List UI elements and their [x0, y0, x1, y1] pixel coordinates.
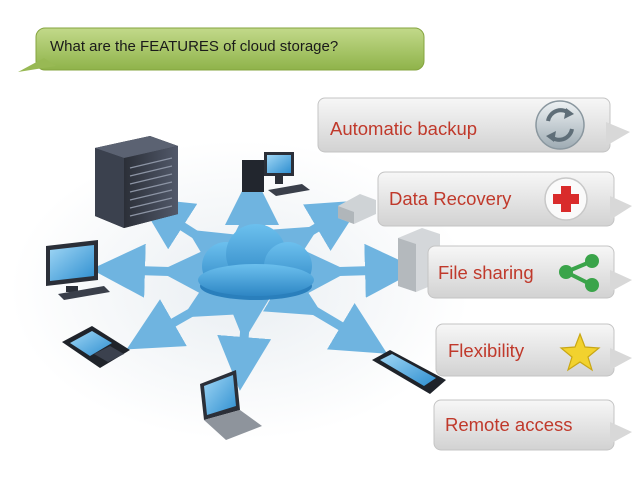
smartphone-icon [62, 326, 130, 368]
share-icon [559, 254, 599, 292]
feature-pill-file-sharing [427, 245, 632, 299]
storage-device-icon [338, 194, 376, 224]
desktop-computer-icon [242, 152, 310, 196]
feature-label-file-sharing: File sharing [438, 262, 534, 283]
arrow-phone-left [126, 267, 243, 350]
arrow-device-top-right [259, 200, 364, 277]
arrow-monitor [91, 243, 214, 300]
arrow-device-right [294, 243, 419, 300]
connection-arrows [91, 171, 419, 391]
cloud-icon [198, 224, 314, 300]
arrow-laptop [217, 284, 276, 391]
feature-label-automatic-backup: Automatic backup [330, 118, 478, 139]
smartphone-right-icon [372, 350, 446, 394]
page-title: What are the FEATURES of cloud storage? [50, 38, 339, 55]
feature-pill-flexibility [435, 323, 632, 377]
monitor-icon [46, 240, 110, 300]
feature-pill-remote-access [433, 399, 632, 451]
sync-icon [535, 100, 585, 150]
feature-label-remote-access: Remote access [445, 414, 573, 435]
star-icon [559, 332, 601, 372]
laptop-icon [200, 370, 262, 440]
arrow-server [137, 197, 248, 282]
medical-cross-icon [544, 177, 588, 221]
server-icon [95, 136, 178, 228]
feature-label-data-recovery: Data Recovery [389, 188, 512, 209]
feature-label-flexibility: Flexibility [448, 340, 525, 361]
arrow-phone-right [262, 264, 388, 354]
feature-pill-automatic-backup [317, 97, 630, 153]
title-bubble [18, 27, 425, 72]
